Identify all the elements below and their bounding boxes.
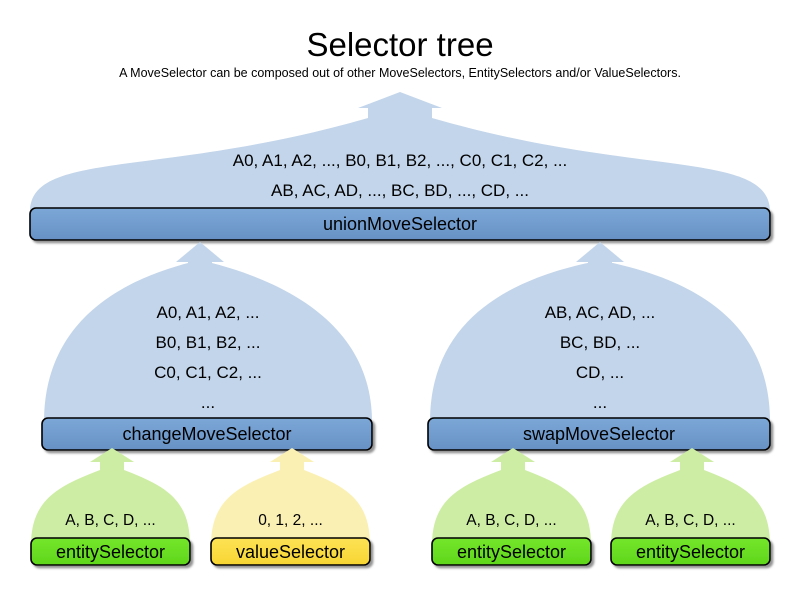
swap-bell-body	[430, 262, 770, 422]
change-to-union-arrow	[176, 242, 224, 268]
leaf-node-0[interactable]	[30, 448, 191, 566]
leaf-0-bell-body	[31, 448, 190, 545]
leaf-1-bar[interactable]	[210, 537, 371, 566]
leaf-1-bell-body	[211, 448, 370, 545]
leaf-2-bell-body	[432, 448, 591, 545]
leaf-node-1[interactable]	[210, 448, 371, 566]
leaf-0-bar[interactable]	[30, 537, 191, 566]
leaf-3-bell-body	[611, 448, 770, 545]
swap-move-selector-node[interactable]	[427, 262, 771, 451]
leaf-3-bar[interactable]	[610, 537, 771, 566]
union-bell-body	[30, 92, 770, 212]
leaf-node-2[interactable]	[431, 448, 592, 566]
union-move-selector-node[interactable]	[29, 92, 771, 241]
change-bell-body	[44, 262, 372, 422]
leaf-2-bar[interactable]	[431, 537, 592, 566]
change-move-selector-node[interactable]	[41, 262, 373, 451]
page-title: Selector tree	[306, 26, 494, 63]
union-bar[interactable]	[29, 207, 771, 241]
change-bar[interactable]	[41, 417, 373, 451]
leaf-node-3[interactable]	[610, 448, 771, 566]
page-subtitle: A MoveSelector can be composed out of ot…	[119, 66, 681, 80]
swap-bar[interactable]	[427, 417, 771, 451]
swap-to-union-arrow	[576, 242, 624, 268]
